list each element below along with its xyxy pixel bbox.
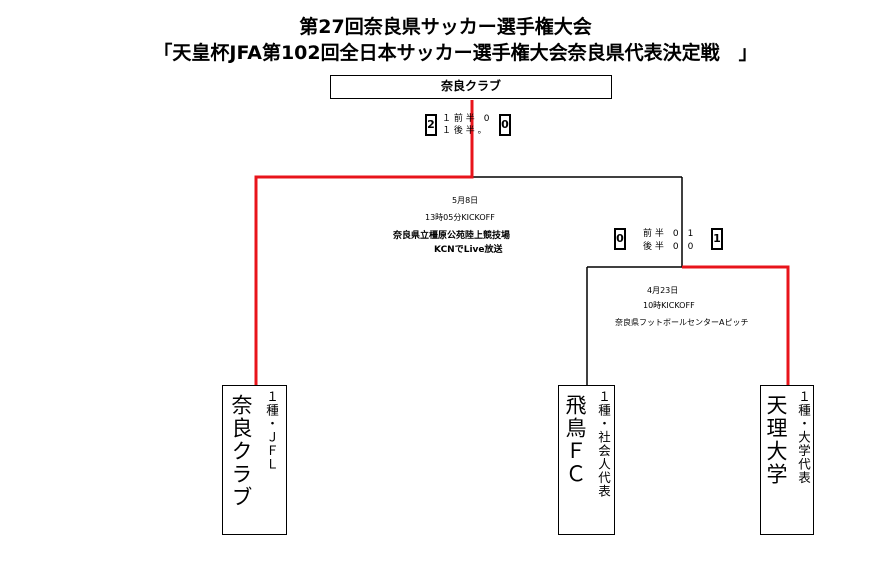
final-second-half: １ 後 半 ｡	[442, 126, 483, 136]
semi-date: 4月23日	[647, 286, 679, 295]
final-score-left: 2	[425, 114, 437, 136]
final-date: 5月8日	[452, 196, 479, 205]
semi-first-half: 前 半 0 1	[643, 229, 694, 239]
final-first-half: １ 前 半 0	[442, 114, 490, 124]
semi-venue: 奈良県フットボールセンターAピッチ	[615, 318, 749, 327]
final-score-right: 0	[499, 114, 511, 136]
semi-score-left: 0	[614, 228, 626, 250]
team-name: 飛鳥ＦＣ	[563, 394, 587, 486]
final-kickoff: 13時05分KICKOFF	[425, 213, 495, 222]
team-name: 奈良クラブ	[229, 394, 253, 509]
semi-second-half: 後 半 0 0	[643, 242, 694, 252]
final-broadcast: KCNでLive放送	[434, 245, 503, 255]
semi-score-right: 1	[711, 228, 723, 250]
winner-path-nara	[254, 100, 474, 385]
champion-box: 奈良クラブ	[330, 75, 612, 99]
team-name: 天理大学	[764, 394, 788, 486]
tournament-subtitle: 「天皇杯JFA第102回全日本サッカー選手権大会奈良県代表決定戦 」	[153, 42, 758, 64]
team-category: １種・ＪＦＬ	[264, 390, 279, 471]
team-category: １種・社会人代表	[596, 390, 611, 498]
team-category: １種・大学代表	[796, 390, 811, 485]
team-box-tenri-univ: 天理大学 １種・大学代表	[760, 385, 814, 535]
team-box-asuka-fc: 飛鳥ＦＣ １種・社会人代表	[558, 385, 615, 535]
winner-path-tenri	[682, 265, 790, 385]
tournament-title: 第27回奈良県サッカー選手権大会	[299, 16, 592, 38]
team-box-nara-club: 奈良クラブ １種・ＪＦＬ	[222, 385, 287, 535]
semi-kickoff: 10時KICKOFF	[643, 301, 695, 310]
final-venue: 奈良県立橿原公苑陸上競技場	[393, 231, 511, 241]
